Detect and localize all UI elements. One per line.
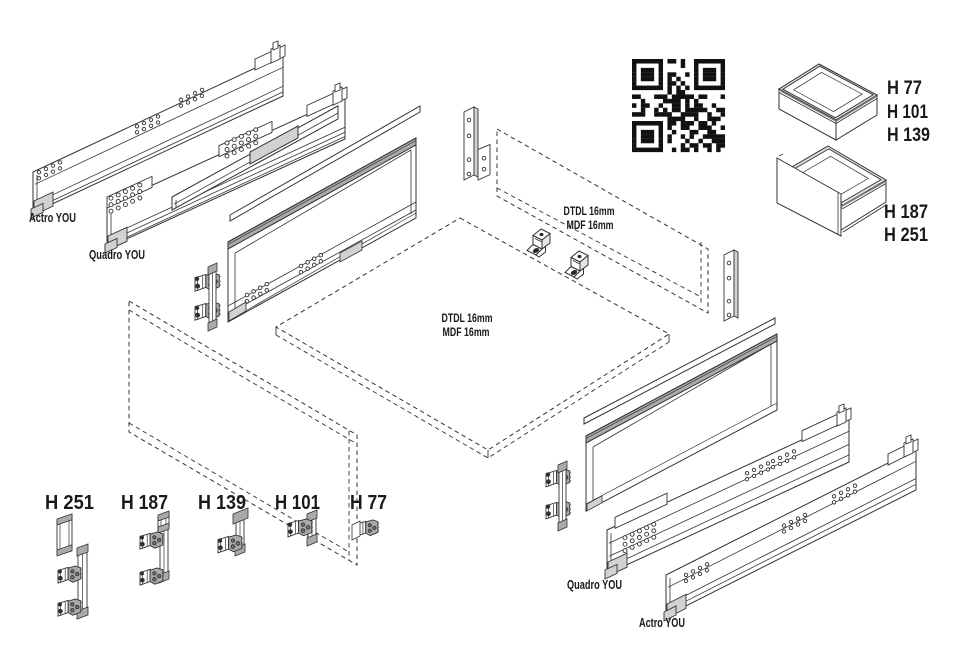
svg-text:H 251: H 251 bbox=[884, 225, 928, 246]
svg-text:H 77: H 77 bbox=[350, 492, 387, 514]
svg-text:H 101: H 101 bbox=[275, 492, 320, 514]
svg-text:Quadro YOU: Quadro YOU bbox=[567, 577, 622, 592]
svg-text:H 101: H 101 bbox=[887, 102, 928, 123]
svg-text:MDF 16mm: MDF 16mm bbox=[567, 220, 614, 232]
svg-text:MDF 16mm: MDF 16mm bbox=[443, 327, 490, 339]
svg-text:H 187: H 187 bbox=[884, 202, 928, 223]
svg-text:H 251: H 251 bbox=[45, 492, 94, 514]
svg-text:H 77: H 77 bbox=[887, 78, 922, 99]
svg-text:H 139: H 139 bbox=[198, 492, 246, 514]
svg-text:Actro YOU: Actro YOU bbox=[29, 210, 76, 225]
svg-text:DTDL 16mm: DTDL 16mm bbox=[442, 313, 493, 325]
svg-text:Quadro YOU: Quadro YOU bbox=[89, 247, 145, 262]
svg-text:H 139: H 139 bbox=[887, 125, 930, 146]
svg-text:Actro YOU: Actro YOU bbox=[639, 615, 685, 630]
svg-text:DTDL 16mm: DTDL 16mm bbox=[564, 206, 615, 218]
svg-text:H 187: H 187 bbox=[121, 492, 168, 514]
